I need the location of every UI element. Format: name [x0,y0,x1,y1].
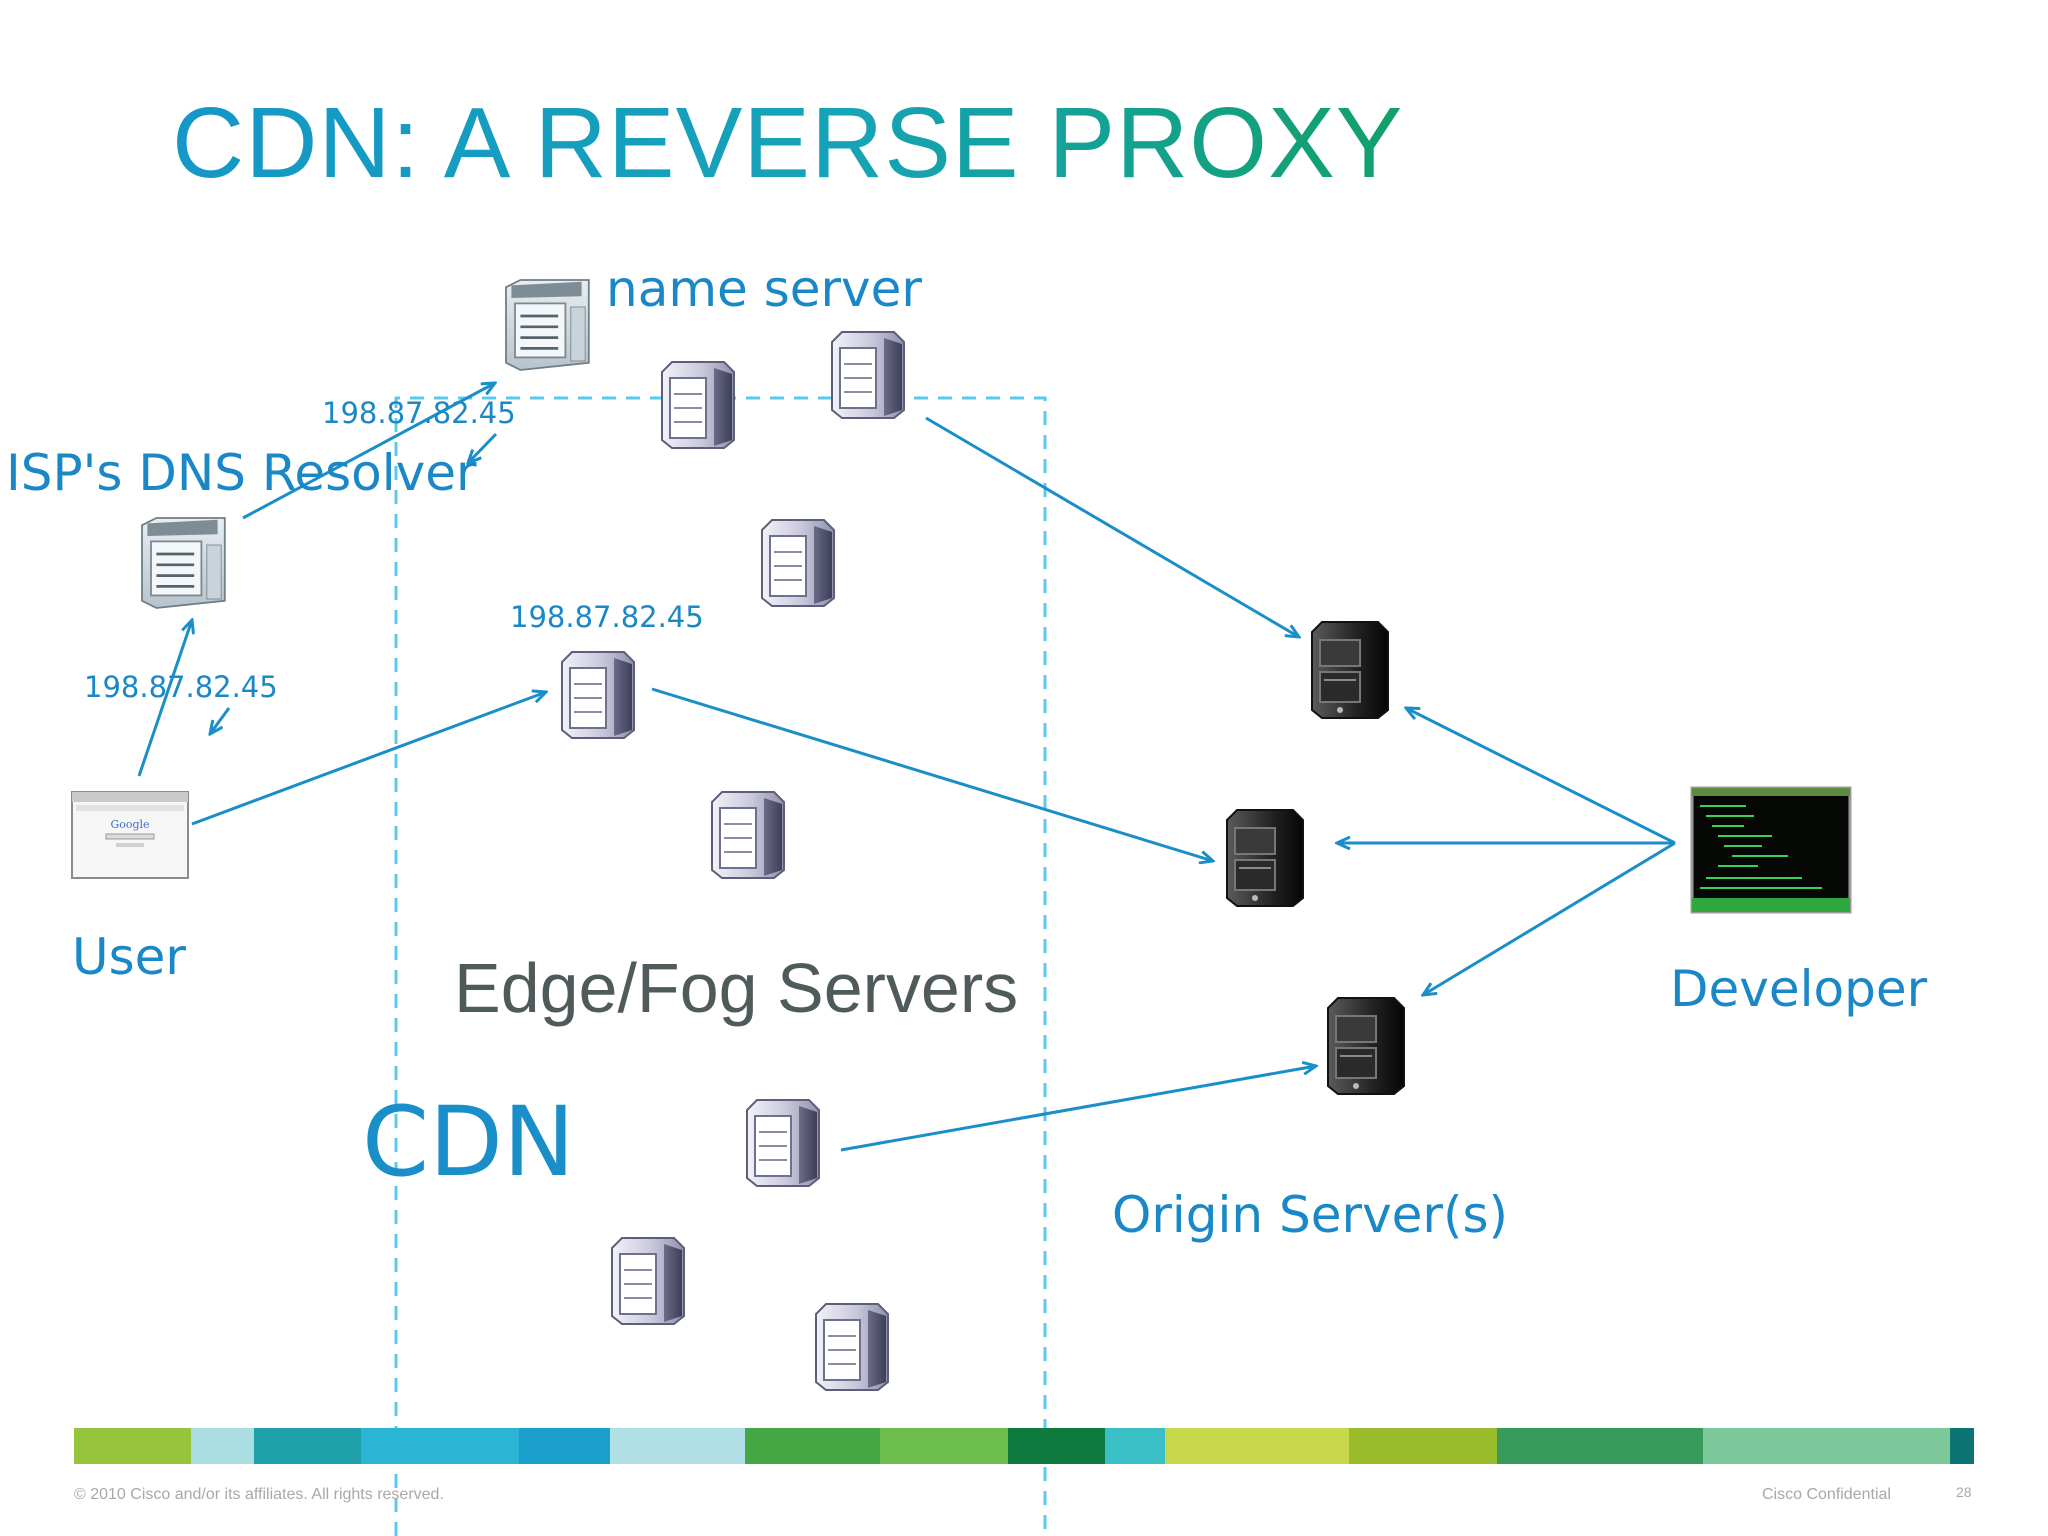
confidential-footer: Cisco Confidential [1762,1486,1891,1503]
color-band-segment [190,1428,255,1464]
edge-server-icon [815,1303,889,1391]
origin-servers-label: Origin Server(s) [1112,1186,1509,1244]
arrow-developer-to-origin-top [1406,708,1676,845]
copyright-footer: © 2010 Cisco and/or its affiliates. All … [74,1486,444,1503]
edge-server-icon [661,361,735,449]
color-band-segment [1702,1428,1951,1464]
color-band-segment [1164,1428,1349,1464]
color-band-segment [519,1428,611,1464]
dns-resolver-label: ISP's DNS Resolver [6,444,477,502]
resolver-ip-label: 198.87.82.45 [84,670,278,704]
origin-server-icon [1311,621,1389,719]
arrow-developer-to-origin-bottom [1423,841,1676,995]
arrows [137,383,1676,1152]
cdn-label: CDN [362,1086,575,1198]
edge-server-icon [746,1099,820,1187]
edge-server-icon [611,1237,685,1325]
color-band-segment [254,1428,361,1464]
color-band-segment [1950,1428,1974,1464]
arrow-edge-top-to-origin-top [925,416,1299,637]
name-server-label: name server [606,260,922,318]
color-band-segment [879,1428,1009,1464]
cdn-boundary [394,396,1047,1536]
color-band-segment [1105,1428,1165,1464]
edge-server-icon [711,791,785,879]
origin-server-icon [1327,997,1405,1095]
edge-servers-label: Edge/Fog Servers [454,949,1019,1027]
nameserver-ip-label: 198.87.82.45 [322,396,516,430]
edge-server-icon [761,519,835,607]
user-label: User [72,928,186,986]
color-band-segment [1008,1428,1106,1464]
arrow-edge-bottom-to-origin-bottom [840,1066,1316,1152]
developer-label: Developer [1670,960,1928,1018]
color-band-segment [610,1428,745,1464]
dns-resolver-icon [140,516,227,610]
arrow-user-to-edge [191,692,546,826]
terminal-screen-icon [1690,786,1852,914]
svg-text:Google: Google [110,818,149,831]
arrow-resolver-reply-to-user [210,707,231,734]
arrow-edge-to-origin-middle [651,687,1213,861]
arrow-resolver-to-nameserver [242,383,495,520]
name-server-icon [504,278,591,372]
color-band-segment [360,1428,520,1464]
color-band-segment [74,1428,191,1464]
edge-server-icon [831,331,905,419]
origin-server-icon [1226,809,1304,907]
color-band-segment [744,1428,880,1464]
arrow-user-to-resolver [137,620,192,777]
browser-window-icon: Google [71,791,189,879]
page-number: 28 [1956,1484,1972,1500]
color-band-segment [1348,1428,1497,1464]
edge-server-icon [561,651,635,739]
arrow-nameserver-reply-to-resolver [468,432,498,463]
slide-title: CDN: A REVERSE PROXY [172,84,1403,202]
color-band-segment [1497,1428,1703,1464]
color-band [74,1428,1974,1464]
edge-ip-label: 198.87.82.45 [510,600,704,634]
